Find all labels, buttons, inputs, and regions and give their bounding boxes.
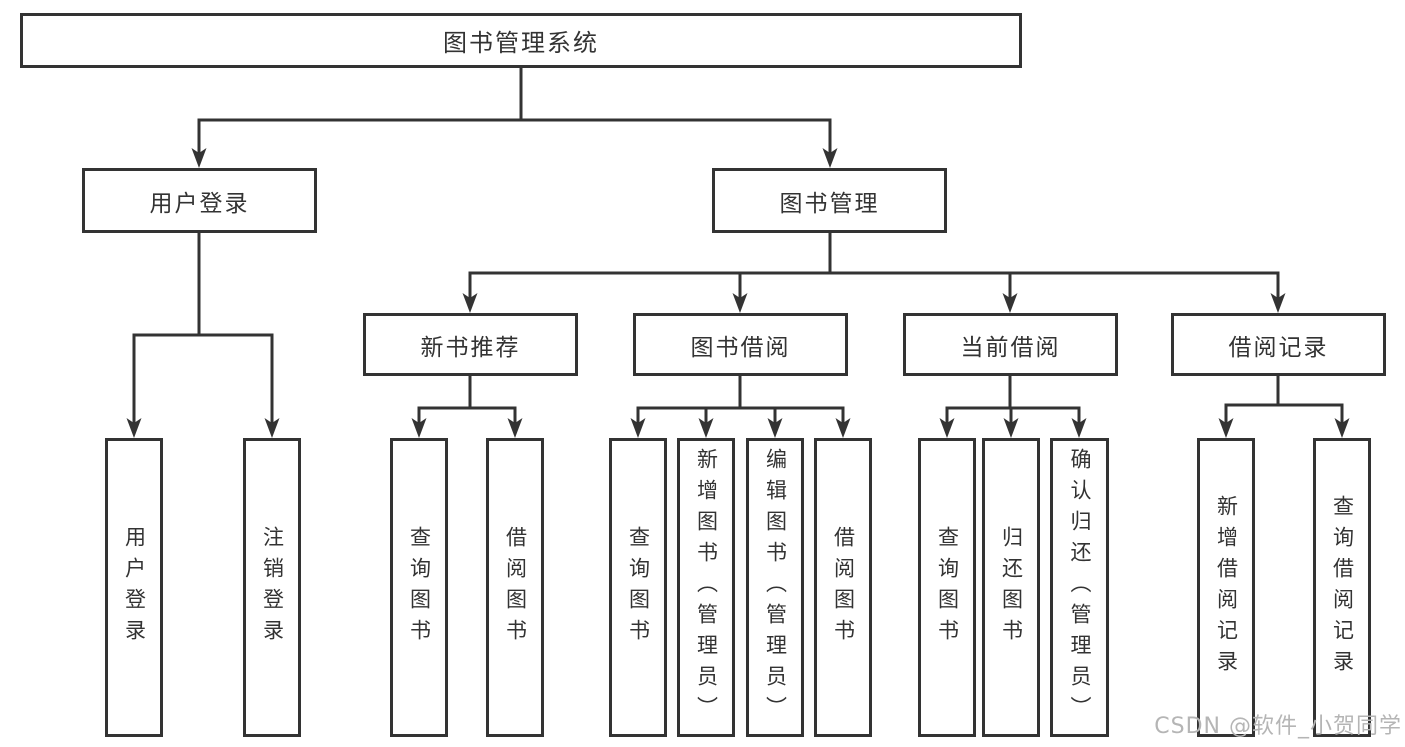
node-book-management: 图书管理: [712, 168, 947, 233]
leaf-records-add-record: 新增借阅记录: [1197, 438, 1255, 737]
leaf-borrowing-borrow-books: 借阅图书: [814, 438, 872, 737]
leaf-current-confirm-return-admin: 确认归还（管理员）: [1050, 438, 1109, 737]
node-library-system: 图书管理系统: [20, 13, 1022, 68]
leaf-logout: 注销登录: [243, 438, 301, 737]
node-new-book-recommend: 新书推荐: [363, 313, 578, 376]
leaf-current-return-books: 归还图书: [982, 438, 1040, 737]
node-current-borrowing: 当前借阅: [903, 313, 1118, 376]
leaf-borrowing-add-books-admin: 新增图书（管理员）: [677, 438, 735, 737]
node-borrowing-records: 借阅记录: [1171, 313, 1386, 376]
leaf-records-query-record: 查询借阅记录: [1313, 438, 1371, 737]
node-user-login: 用户登录: [82, 168, 317, 233]
csdn-watermark: CSDN @软件_小贺同学: [1154, 714, 1402, 739]
leaf-borrowing-edit-books-admin: 编辑图书（管理员）: [746, 438, 804, 737]
leaf-borrowing-query-books: 查询图书: [609, 438, 667, 737]
leaf-current-query-books: 查询图书: [918, 438, 976, 737]
node-book-borrowing: 图书借阅: [633, 313, 848, 376]
leaf-newbook-borrow-books: 借阅图书: [486, 438, 544, 737]
tree-branch-lines: [132, 68, 1344, 424]
leaf-newbook-query-books: 查询图书: [390, 438, 448, 737]
arrow-heads: [126, 148, 1350, 438]
leaf-user-login: 用户登录: [105, 438, 163, 737]
